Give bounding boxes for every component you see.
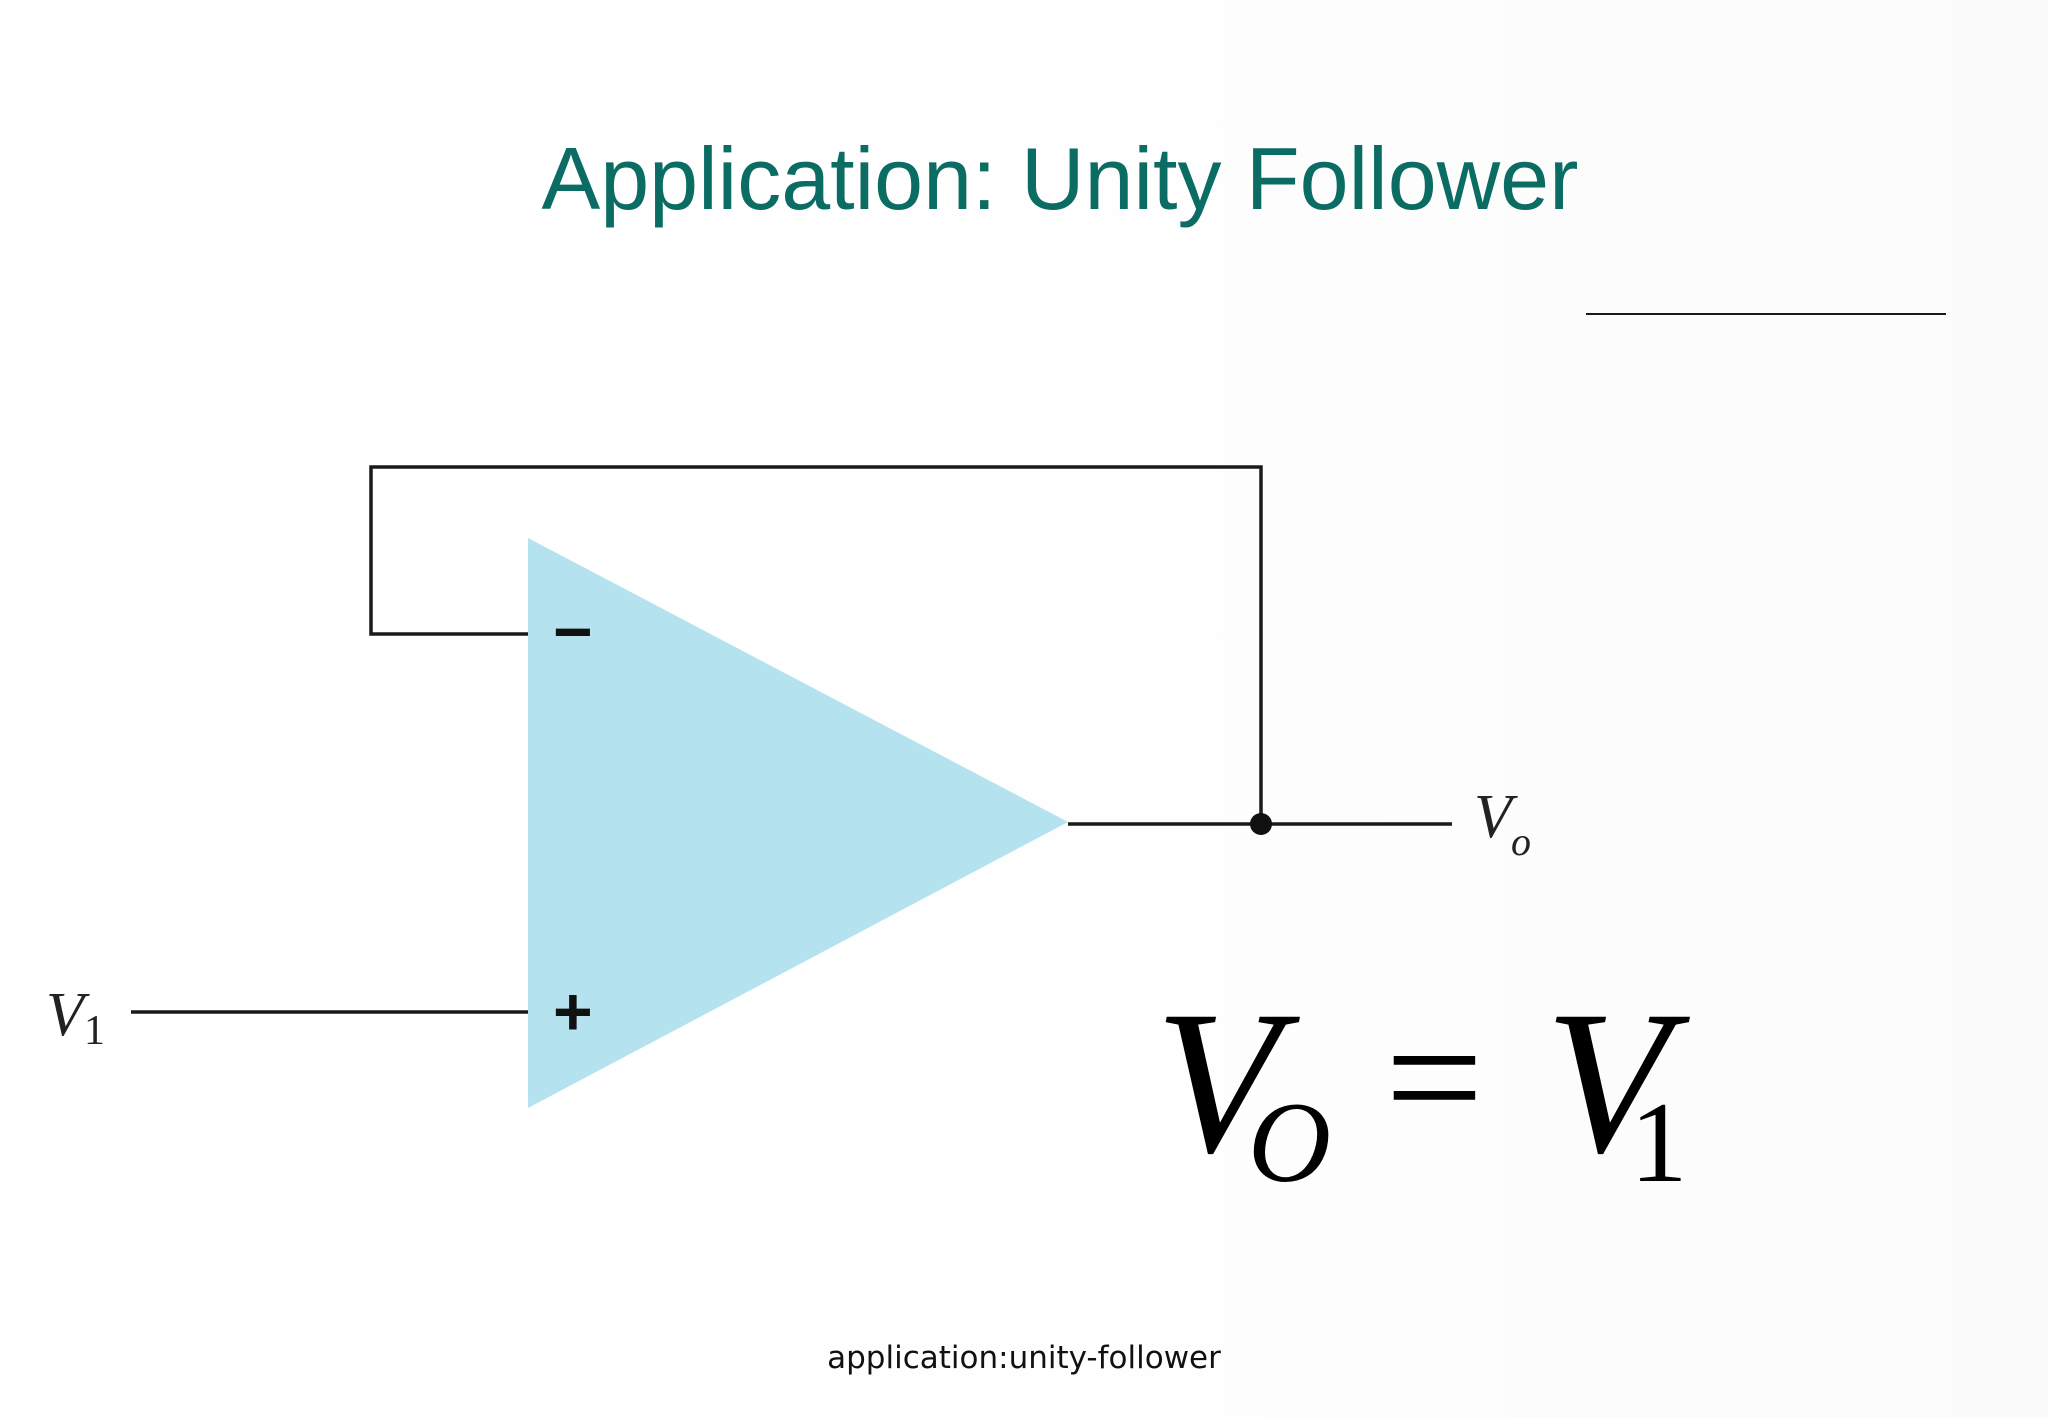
input-label-main: V	[46, 981, 84, 1049]
title-underline-rule	[1586, 313, 1946, 315]
equation-lhs-main: V	[1155, 969, 1281, 1196]
noninverting-input-sign: +	[553, 974, 593, 1050]
output-label-main: V	[1474, 783, 1512, 851]
input-label-subscript: 1	[84, 1008, 105, 1054]
opamp-triangle	[528, 538, 1068, 1108]
inverting-input-sign: −	[553, 594, 593, 670]
output-label-subscript: o	[1511, 819, 1531, 864]
equation-rhs-main: V	[1545, 969, 1671, 1196]
slide-caption: application:unity-follower	[827, 1340, 1221, 1376]
equation-equals-sign: =	[1385, 980, 1484, 1174]
equation-lhs-subscript: O	[1248, 1079, 1332, 1206]
feedback-wire	[369, 465, 1263, 822]
equation-rhs-subscript: 1	[1630, 1079, 1688, 1206]
output-junction-dot	[1250, 813, 1272, 835]
slide-title: Application: Unity Follower	[541, 129, 1579, 228]
